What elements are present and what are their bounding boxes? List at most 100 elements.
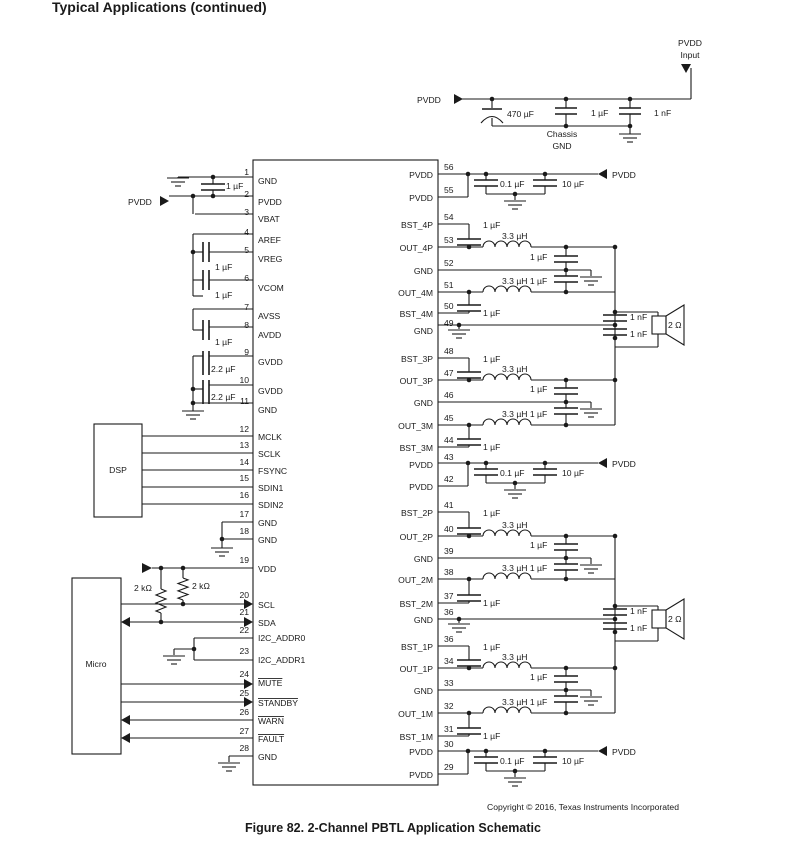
cap-value: 10 µF bbox=[562, 179, 584, 189]
pin-name-left: GND bbox=[258, 405, 277, 415]
pin-number-right: 31 bbox=[444, 724, 454, 734]
resistor-value: 2 kΩ bbox=[134, 583, 152, 593]
pin-number-right: 36 bbox=[444, 634, 454, 644]
cap-value: 2.2 µF bbox=[211, 392, 236, 402]
pin-name-left: GVDD bbox=[258, 386, 283, 396]
pin-number-right: 37 bbox=[444, 591, 454, 601]
inductor-icon bbox=[482, 572, 532, 580]
arrow-right-icon bbox=[244, 599, 253, 609]
pin-name-right: GND bbox=[414, 554, 433, 564]
arrow-right-icon bbox=[244, 679, 253, 689]
section-heading: Typical Applications (continued) bbox=[52, 0, 267, 15]
pin-name-right: GND bbox=[414, 266, 433, 276]
pvdd-label: PVDD bbox=[612, 747, 636, 757]
cap-value: 1 µF bbox=[483, 731, 500, 741]
arrow-right-icon bbox=[160, 196, 169, 206]
pin-name-left: VCOM bbox=[258, 283, 284, 293]
micro-label: Micro bbox=[85, 659, 106, 669]
figure-caption: Figure 82. 2-Channel PBTL Application Sc… bbox=[0, 821, 792, 835]
arrow-right-icon bbox=[142, 563, 152, 573]
cap-value: 470 µF bbox=[507, 109, 534, 119]
pin-name-left: MCLK bbox=[258, 432, 282, 442]
pin-number-right: 33 bbox=[444, 678, 454, 688]
pin-number-left: 25 bbox=[239, 688, 249, 698]
inductor-value: 3.3 µH bbox=[502, 520, 528, 530]
pin-name-right: BST_3M bbox=[400, 443, 433, 453]
pin-name-left: GND bbox=[258, 535, 277, 545]
pin-name-right: BST_3P bbox=[401, 354, 433, 364]
cap-value: 1 µF bbox=[483, 308, 500, 318]
pin-name-right: BST_4M bbox=[400, 309, 433, 319]
pin-name-left: SCL bbox=[258, 600, 275, 610]
snubber-cap-value: 1 nF bbox=[630, 606, 647, 616]
micro-block bbox=[71, 577, 122, 755]
inductor-cap-label: 3.3 µH 1 µF bbox=[502, 697, 547, 707]
pin-number-right: 50 bbox=[444, 301, 454, 311]
cap-value: 1 µF bbox=[483, 642, 500, 652]
pin-name-left: VBAT bbox=[258, 214, 281, 224]
cap-value: 1 µF bbox=[483, 220, 500, 230]
snubber-cap-value: 1 nF bbox=[630, 312, 647, 322]
pin-name-left: GVDD bbox=[258, 357, 283, 367]
pin-number-left: 22 bbox=[239, 625, 249, 635]
inductor-icon bbox=[482, 240, 532, 248]
junction-dot bbox=[612, 335, 618, 341]
pin-number-right: 39 bbox=[444, 546, 454, 556]
pin-name-right: PVDD bbox=[409, 460, 433, 470]
pin-name-left: GND bbox=[258, 176, 277, 186]
speaker-impedance: 2 Ω bbox=[668, 320, 682, 330]
speaker-icon bbox=[651, 609, 667, 629]
pin-number-left: 13 bbox=[239, 440, 249, 450]
pin-name-left: PVDD bbox=[258, 197, 282, 207]
pin-number-left: 18 bbox=[239, 526, 249, 536]
pin-name-left: VREG bbox=[258, 254, 283, 264]
pin-name-right: GND bbox=[414, 398, 433, 408]
pin-name-left: SCLK bbox=[258, 449, 281, 459]
arrow-right-icon bbox=[454, 94, 463, 104]
cap-value: 0.1 µF bbox=[500, 179, 525, 189]
pin-number-right: 49 bbox=[444, 318, 454, 328]
cap-value: 0.1 µF bbox=[500, 756, 525, 766]
pin-number-left: 19 bbox=[239, 555, 249, 565]
pin-name-left: FAULT bbox=[258, 734, 285, 744]
snubber-cap-value: 1 nF bbox=[630, 623, 647, 633]
pin-number-left: 3 bbox=[244, 207, 249, 217]
pin-name-left: FSYNC bbox=[258, 466, 287, 476]
pin-name-left: GND bbox=[258, 518, 277, 528]
pin-name-right: OUT_2M bbox=[398, 575, 433, 585]
junction-dot bbox=[465, 748, 471, 754]
pin-name-left: MUTE bbox=[258, 678, 283, 688]
cap-value: 1 µF bbox=[483, 598, 500, 608]
cap-value: 1 µF bbox=[483, 354, 500, 364]
pin-number-right: 48 bbox=[444, 346, 454, 356]
pin-number-left: 23 bbox=[239, 646, 249, 656]
cap-value: 1 µF bbox=[530, 672, 547, 682]
inductor-value: 3.3 µH bbox=[502, 652, 528, 662]
pin-name-left: AVSS bbox=[258, 311, 281, 321]
pin-number-left: 26 bbox=[239, 707, 249, 717]
pin-number-right: 36 bbox=[444, 607, 454, 617]
dsp-label: DSP bbox=[109, 465, 127, 475]
pin-name-left: VDD bbox=[258, 564, 276, 574]
snubber-cap-value: 1 nF bbox=[630, 329, 647, 339]
arrow-left-icon bbox=[598, 746, 607, 756]
inductor-icon bbox=[482, 529, 532, 537]
pin-number-right: 32 bbox=[444, 701, 454, 711]
pin-number-left: 24 bbox=[239, 669, 249, 679]
inductor-cap-label: 3.3 µH 1 µF bbox=[502, 276, 547, 286]
pin-name-right: BST_2M bbox=[400, 599, 433, 609]
chassis-gnd-label: GND bbox=[552, 141, 571, 151]
junction-dot bbox=[612, 629, 618, 635]
pin-name-right: PVDD bbox=[409, 770, 433, 780]
pin-name-right: BST_4P bbox=[401, 220, 433, 230]
pin-number-right: 43 bbox=[444, 452, 454, 462]
cap-value: 1 µF bbox=[530, 540, 547, 550]
pin-name-right: OUT_4M bbox=[398, 288, 433, 298]
pin-name-right: BST_1P bbox=[401, 642, 433, 652]
pin-name-left: SDIN1 bbox=[258, 483, 284, 493]
pin-number-right: 52 bbox=[444, 258, 454, 268]
pin-name-right: BST_1M bbox=[400, 732, 433, 742]
pin-number-left: 17 bbox=[239, 509, 249, 519]
cap-value: 1 µF bbox=[530, 384, 547, 394]
pin-number-right: 54 bbox=[444, 212, 454, 222]
